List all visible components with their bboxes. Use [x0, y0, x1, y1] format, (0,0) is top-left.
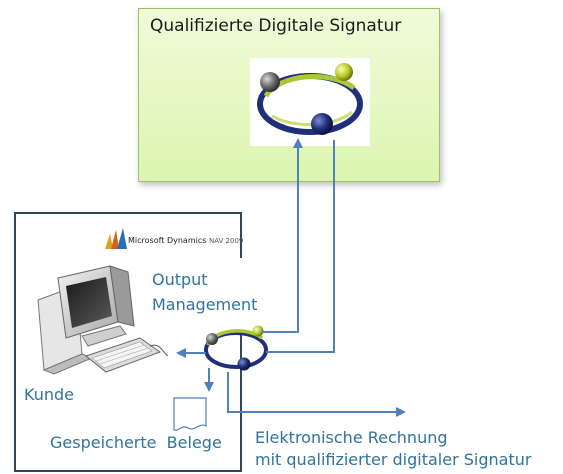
signature-logo-small-icon — [204, 325, 268, 371]
e-invoice-label-line1: Elektronische Rechnung — [255, 428, 448, 447]
e-invoice-label-line2: mit qualifizierter digitaler Signatur — [255, 450, 532, 469]
customer-label: Kunde — [24, 385, 74, 404]
microsoft-dynamics-logo-icon — [105, 228, 127, 249]
output-management-label-line1: Output — [152, 270, 208, 289]
computer-icon — [37, 265, 169, 375]
microsoft-dynamics-label: Microsoft Dynamics NAV 2009 — [128, 236, 243, 245]
signature-logo-large-icon — [257, 63, 363, 135]
signature-box-title: Qualifizierte Digitale Signatur — [150, 16, 402, 36]
arrow-to-signature — [262, 138, 303, 333]
system-frame — [14, 212, 242, 472]
frame-gap — [232, 258, 244, 330]
document-icon — [173, 397, 207, 431]
arrow-to-e-invoice — [227, 372, 406, 417]
ms-dynamics-name: Microsoft Dynamics — [128, 236, 207, 245]
flow-arrows — [176, 138, 406, 417]
arrow-from-signature — [266, 140, 335, 353]
output-management-label-line2: Management — [152, 295, 258, 314]
stored-documents-label: Gespeicherte Belege — [50, 433, 222, 452]
ms-dynamics-version: NAV 2009 — [208, 237, 244, 245]
